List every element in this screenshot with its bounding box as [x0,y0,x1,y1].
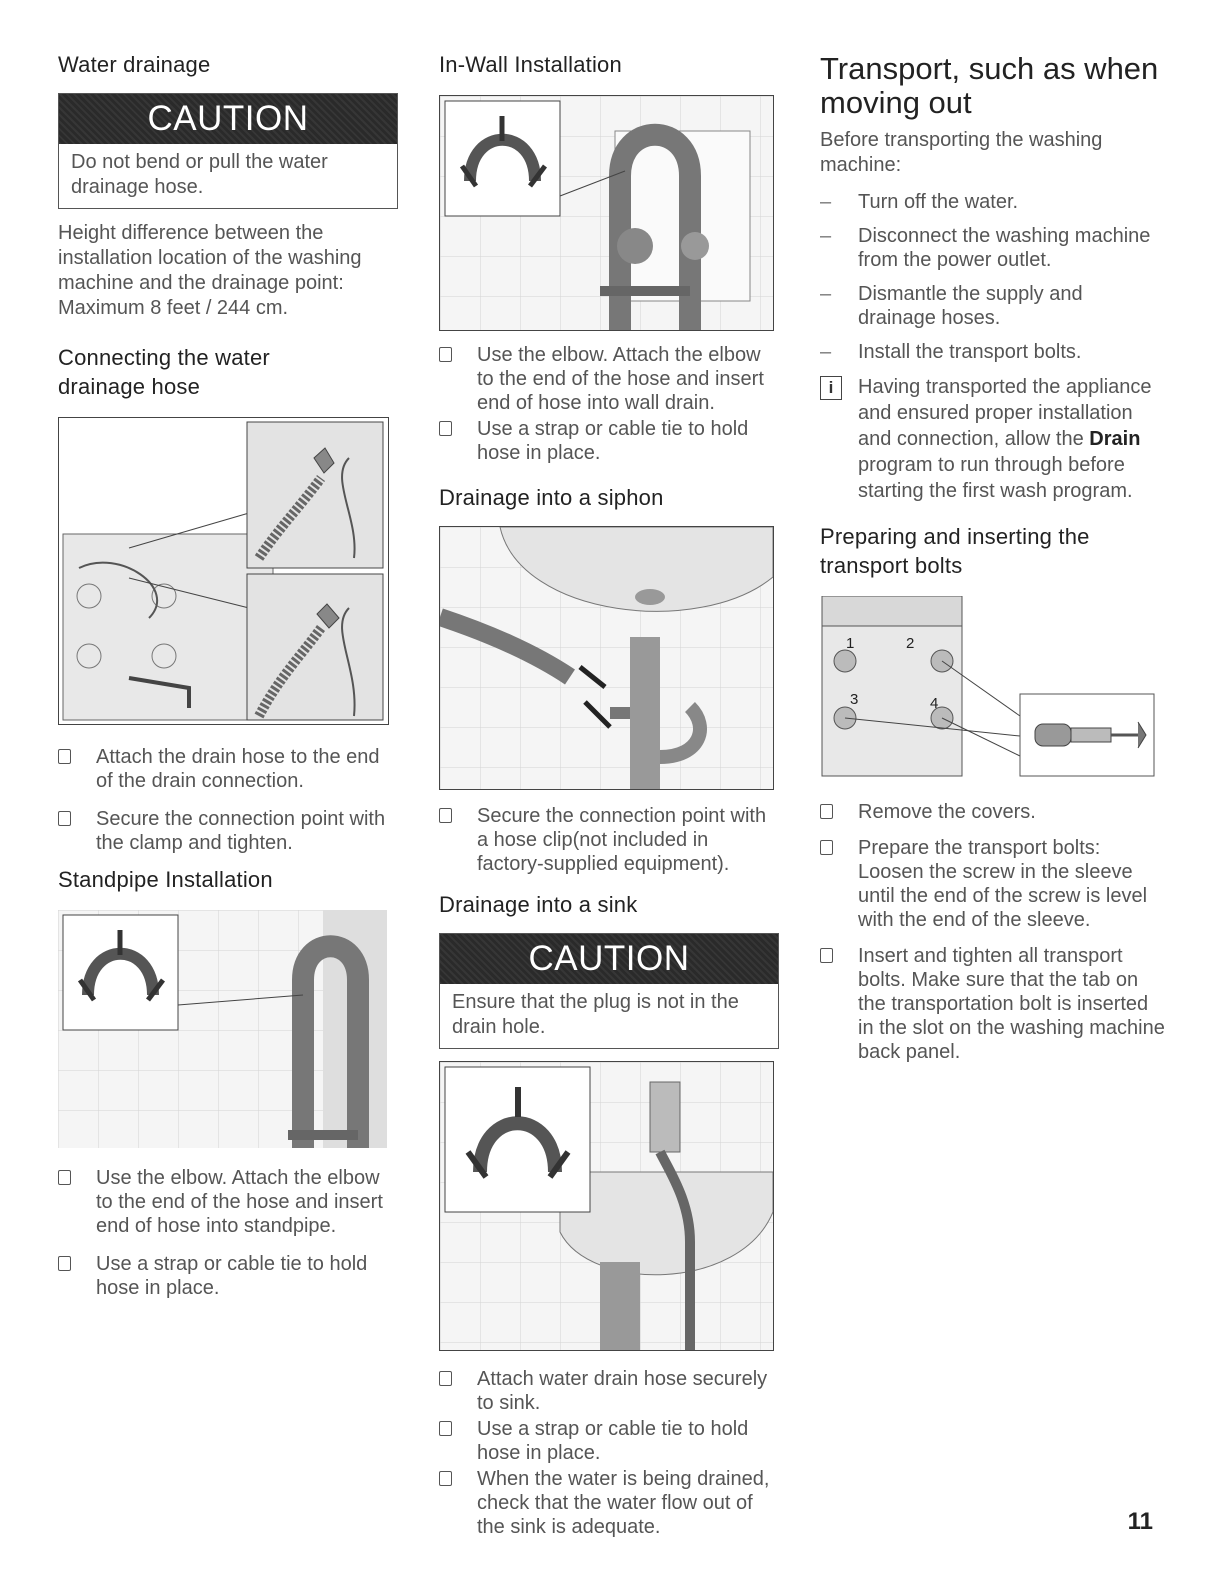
transport-bolts-steps: Remove the covers. Prepare the transport… [820,800,1165,1064]
page-number: 11 [1127,1508,1153,1535]
bolt-label-2: 2 [906,635,914,652]
list-item: Use the elbow. Attach the elbow to the e… [439,343,779,415]
sink-figure [439,1061,774,1351]
sink-illustration [440,1062,773,1350]
water-drainage-heading: Water drainage [58,52,211,77]
checkbox-icon [58,749,71,764]
standpipe-steps: Use the elbow. Attach the elbow to the e… [58,1166,398,1300]
transport-bolts-figure: 1 2 3 4 [820,595,1160,786]
siphon-figure [439,526,774,790]
checkbox-icon [439,1471,452,1486]
siphon-steps: Secure the connection point with a hose … [439,804,779,876]
sink-steps: Attach water drain hose securely to sink… [439,1367,779,1539]
list-item: Remove the covers. [820,800,1165,824]
connecting-hose-heading: Connecting the water drainage hose [58,345,270,399]
checkbox-icon [439,347,452,362]
transport-steps: –Turn off the water. –Disconnect the was… [820,190,1165,364]
checkbox-icon [439,808,452,823]
caution-message: Do not bend or pull the water drainage h… [71,151,328,198]
list-item: Prepare the transport bolts: Loosen the … [820,836,1165,932]
connecting-hose-figure [58,417,389,725]
checkbox-icon [820,804,833,819]
drain-program-label: Drain [1089,428,1141,450]
list-item: Secure the connection point with the cla… [58,807,398,855]
list-item: Secure the connection point with a hose … [439,804,779,876]
caution-label: CAUTION [59,94,397,144]
info-icon: i [820,376,842,400]
checkbox-icon [820,840,833,855]
checkbox-icon [820,948,833,963]
list-item: Use a strap or cable tie to hold hose in… [439,417,779,465]
sink-heading: Drainage into a sink [439,892,638,917]
bolt-label-4: 4 [930,695,938,712]
info-note: i Having transported the appliance and e… [820,374,1165,504]
list-item: –Install the transport bolts. [820,341,1082,363]
checkbox-icon [439,421,452,436]
column-middle: In-Wall Installation Use the elbow. A [439,50,779,1541]
list-item: Use a strap or cable tie to hold hose in… [58,1252,398,1300]
siphon-illustration [440,527,773,789]
standpipe-heading: Standpipe Installation [58,867,273,892]
list-item: –Dismantle the supply and drainage hoses… [820,283,1083,329]
inwall-heading: In-Wall Installation [439,52,622,77]
preparing-bolts-heading: Preparing and inserting the transport bo… [820,524,1090,578]
checkbox-icon [58,1256,71,1271]
inwall-figure [439,95,774,331]
transport-heading: Transport, such as when moving out [820,51,1159,120]
standpipe-figure [58,910,387,1148]
list-item: Use a strap or cable tie to hold hose in… [439,1417,779,1465]
bolt-label-3: 3 [850,691,858,708]
height-difference-text: Height difference between the installati… [58,222,362,319]
before-transport-text: Before transporting the washing machine: [820,129,1103,176]
caution-box-hose: CAUTION Do not bend or pull the water dr… [58,93,398,209]
connecting-hose-steps: Attach the drain hose to the end of the … [58,745,398,855]
transport-bolts-illustration: 1 2 3 4 [821,595,1155,777]
list-item: –Disconnect the washing machine from the… [820,225,1151,271]
checkbox-icon [58,811,71,826]
checkbox-icon [58,1170,71,1185]
washer-back-illustration [62,421,384,721]
bolt-label-1: 1 [846,635,854,652]
inwall-illustration [440,96,773,330]
list-item: Insert and tighten all transport bolts. … [820,944,1165,1064]
list-item: Use the elbow. Attach the elbow to the e… [58,1166,398,1238]
caution-box-plug: CAUTION Ensure that the plug is not in t… [439,933,779,1049]
inwall-steps: Use the elbow. Attach the elbow to the e… [439,343,779,465]
list-item: Attach water drain hose securely to sink… [439,1367,779,1415]
list-item: –Turn off the water. [820,191,1019,213]
checkbox-icon [439,1371,452,1386]
list-item: When the water is being drained, check t… [439,1467,779,1539]
column-left: Water drainage CAUTION Do not bend or pu… [58,50,398,1314]
checkbox-icon [439,1421,452,1436]
list-item: Attach the drain hose to the end of the … [58,745,398,793]
caution-message: Ensure that the plug is not in the drain… [452,991,739,1038]
siphon-heading: Drainage into a siphon [439,485,664,510]
caution-label: CAUTION [440,934,778,984]
standpipe-illustration [58,910,387,1148]
column-right: Transport, such as when moving out Befor… [820,50,1165,1078]
